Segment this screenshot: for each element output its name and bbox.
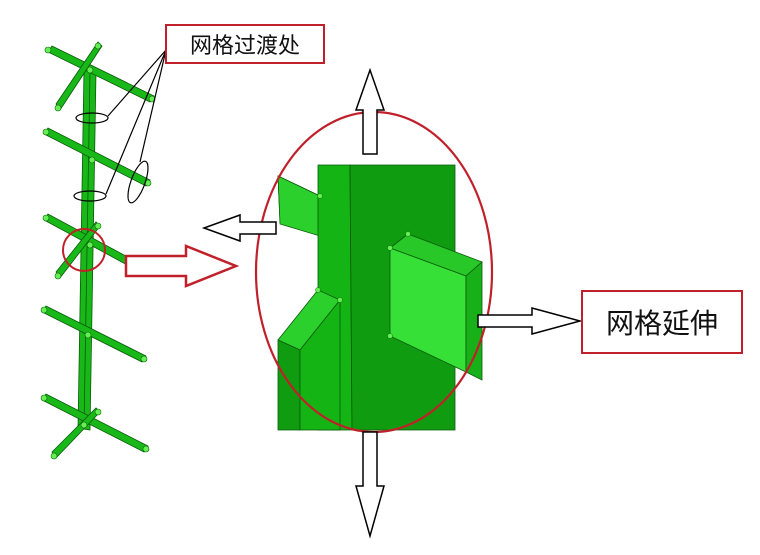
arrow-up (354, 67, 386, 155)
extension-arrows (201, 67, 583, 539)
arrow-down (355, 431, 385, 539)
zoomed-detail (277, 164, 483, 431)
mesh-arm (41, 305, 147, 363)
arrow-left (201, 213, 277, 243)
mesh-overview (41, 41, 155, 459)
arrow-right (477, 307, 583, 335)
extension-label: 网格延伸 (581, 290, 743, 354)
zoom-arrow (124, 244, 240, 288)
leader-lines (105, 49, 167, 195)
mesh-arm (47, 45, 155, 103)
transition-markers (73, 112, 149, 204)
transition-label: 网格过渡处 (165, 24, 325, 64)
mesh-arm (43, 127, 151, 187)
mesh-arm (41, 393, 149, 453)
mesh-nodes (40, 42, 156, 460)
zoom-marker-circle (62, 228, 106, 272)
